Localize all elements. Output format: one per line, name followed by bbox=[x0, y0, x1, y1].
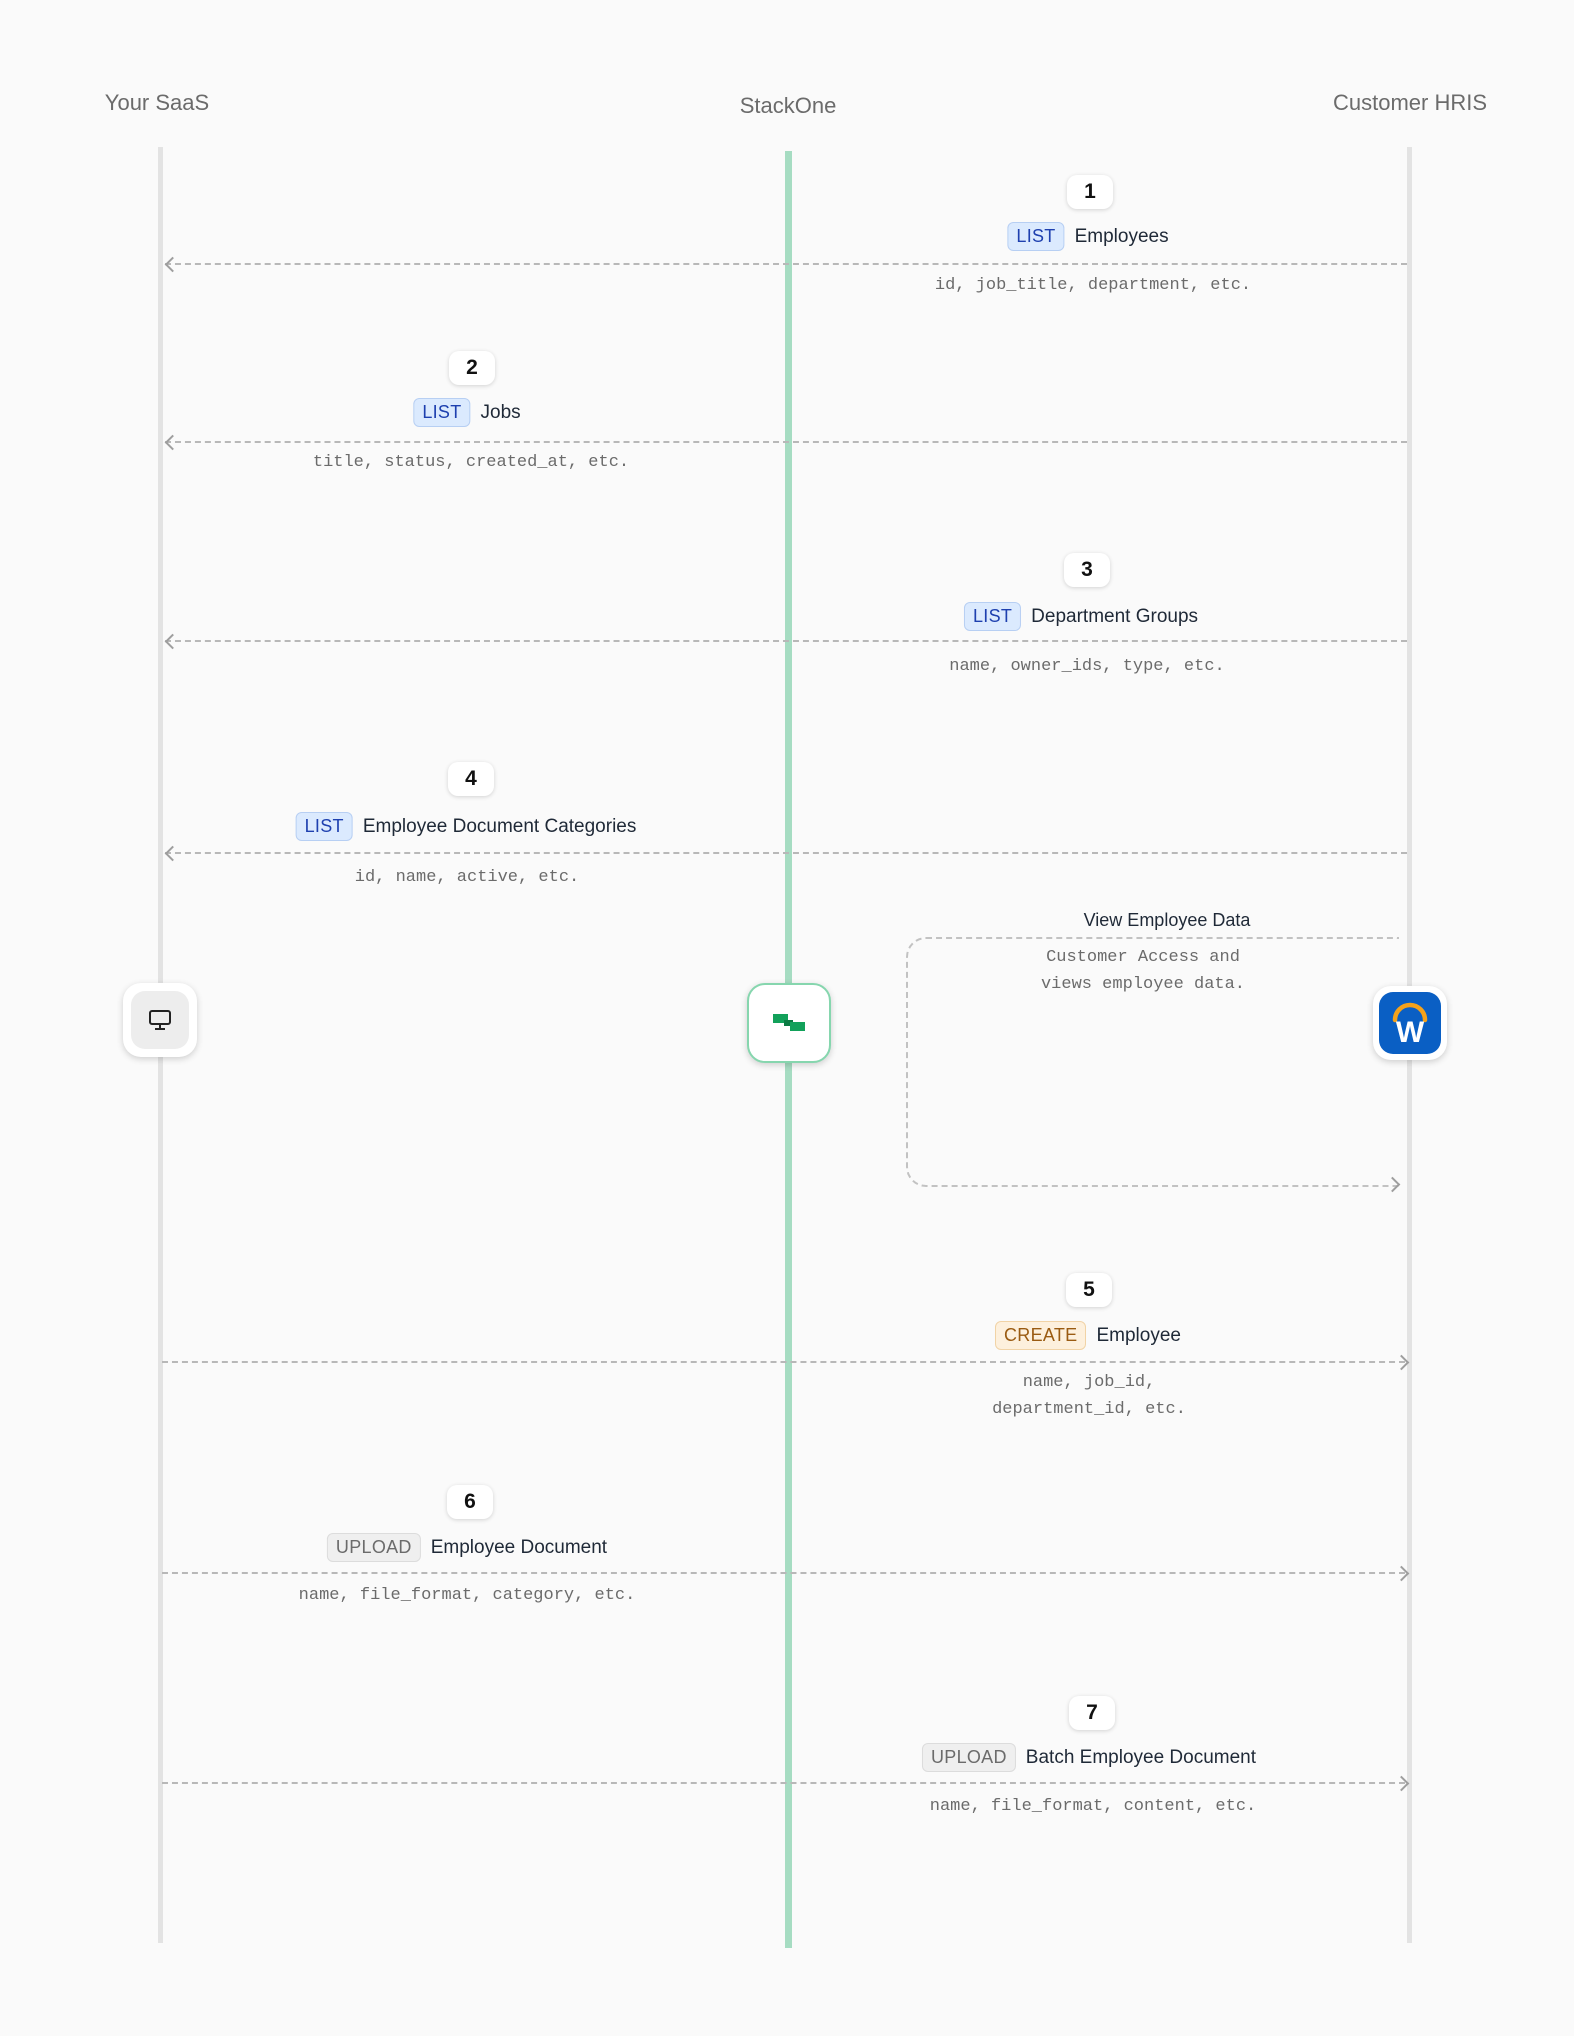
step-fields-7: name, file_format, content, etc. bbox=[929, 1797, 1257, 1816]
flow-arrow-5 bbox=[162, 1361, 1405, 1363]
step-fields-1: id, job_title, department, etc. bbox=[934, 276, 1252, 295]
method-badge-list: LIST bbox=[413, 398, 471, 427]
stackone-node bbox=[747, 983, 831, 1063]
step-label-7: UPLOAD Batch Employee Document bbox=[921, 1743, 1257, 1772]
resource-name: Employee bbox=[1096, 1324, 1181, 1346]
step-fields-3: name, owner_ids, type, etc. bbox=[949, 657, 1225, 676]
arrow-left-icon bbox=[164, 434, 181, 451]
step-fields-6: name, file_format, category, etc. bbox=[298, 1586, 636, 1605]
method-badge-list: LIST bbox=[1007, 222, 1065, 251]
view-data-description: Customer Access and views employee data. bbox=[1040, 948, 1246, 994]
resource-name: Jobs bbox=[480, 401, 521, 423]
step-label-2: LIST Jobs bbox=[413, 398, 521, 427]
arrow-left-icon bbox=[164, 256, 181, 273]
step-number-2: 2 bbox=[449, 351, 495, 385]
column-title-customer-hris: Customer HRIS bbox=[1332, 90, 1488, 115]
resource-name: Batch Employee Document bbox=[1025, 1746, 1257, 1768]
method-badge-upload: UPLOAD bbox=[921, 1743, 1016, 1772]
arrow-left-icon bbox=[164, 845, 181, 862]
resource-name: Department Groups bbox=[1031, 605, 1199, 627]
step-number-4: 4 bbox=[448, 762, 494, 796]
flow-arrow-4 bbox=[165, 852, 1407, 854]
step-label-5: CREATE Employee bbox=[995, 1321, 1181, 1350]
view-data-loop bbox=[906, 937, 1399, 1187]
column-title-stackone: StackOne bbox=[739, 93, 837, 118]
method-badge-create: CREATE bbox=[995, 1321, 1087, 1350]
resource-name: Employees bbox=[1074, 225, 1169, 247]
flow-arrow-6 bbox=[162, 1572, 1405, 1574]
column-title-your-saas: Your SaaS bbox=[104, 90, 210, 115]
svg-text:W: W bbox=[1396, 1016, 1425, 1049]
method-badge-list: LIST bbox=[295, 812, 353, 841]
arrow-left-icon bbox=[164, 633, 181, 650]
resource-name: Employee Document bbox=[430, 1536, 608, 1558]
your-saas-node bbox=[123, 983, 197, 1057]
step-number-7: 7 bbox=[1069, 1696, 1115, 1730]
stackone-logo-icon bbox=[773, 1014, 805, 1031]
flow-arrow-3 bbox=[165, 640, 1407, 642]
step-label-4: LIST Employee Document Categories bbox=[295, 812, 637, 841]
step-number-5: 5 bbox=[1066, 1273, 1112, 1307]
step-label-1: LIST Employees bbox=[1007, 222, 1169, 251]
workday-logo-icon: W bbox=[1392, 1002, 1428, 1049]
view-data-title: View Employee Data bbox=[1083, 910, 1251, 930]
step-label-6: UPLOAD Employee Document bbox=[326, 1533, 608, 1562]
flow-arrow-7 bbox=[162, 1782, 1405, 1784]
step-fields-4: id, name, active, etc. bbox=[354, 868, 580, 887]
flow-arrow-1 bbox=[165, 263, 1407, 265]
method-badge-list: LIST bbox=[963, 602, 1022, 631]
step-number-3: 3 bbox=[1064, 553, 1110, 587]
resource-name: Employee Document Categories bbox=[362, 815, 637, 837]
monitor-icon bbox=[149, 1010, 171, 1030]
step-label-3: LIST Department Groups bbox=[963, 602, 1199, 631]
customer-hris-node: W bbox=[1373, 986, 1447, 1060]
step-number-1: 1 bbox=[1067, 175, 1113, 209]
method-badge-upload: UPLOAD bbox=[326, 1533, 421, 1562]
flow-arrow-2 bbox=[165, 441, 1407, 443]
step-fields-2: title, status, created_at, etc. bbox=[312, 453, 630, 472]
step-fields-5: name, job_id, department_id, etc. bbox=[992, 1373, 1186, 1419]
step-number-6: 6 bbox=[447, 1485, 493, 1519]
